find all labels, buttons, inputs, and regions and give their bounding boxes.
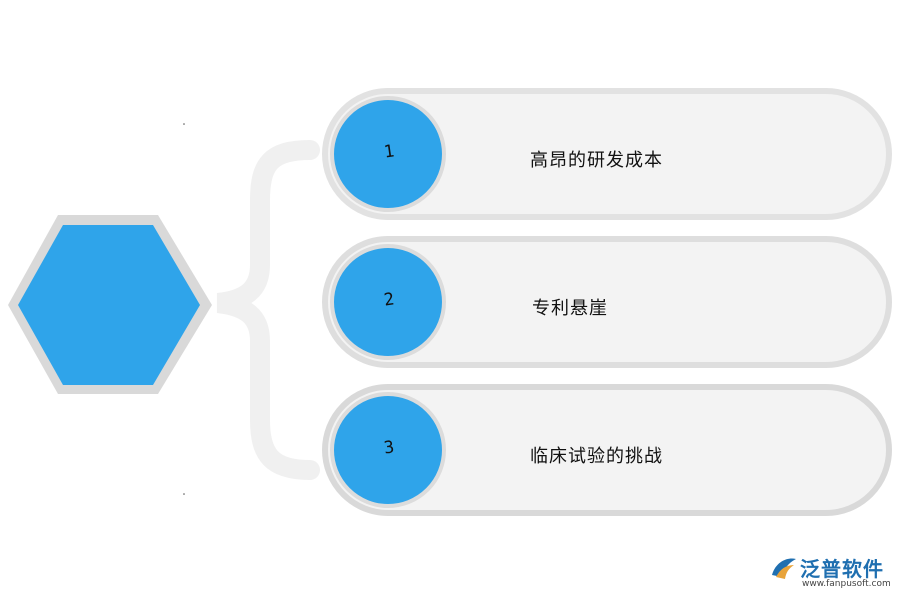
- number-circle-1: 1: [330, 96, 446, 212]
- brace-connector: [216, 140, 320, 480]
- item-label: 高昂的研发成本: [530, 150, 663, 171]
- dot: [183, 493, 185, 495]
- central-hexagon-fill: [18, 225, 200, 385]
- logo-url: www.fanpusoft.com: [802, 579, 891, 589]
- item-label: 专利悬崖: [532, 298, 608, 319]
- item-label: 临床试验的挑战: [530, 446, 663, 467]
- logo-icon: [772, 558, 796, 579]
- brand-logo: 泛普软件 www.fanpusoft.com: [770, 553, 895, 593]
- list-item-3: 3 临床试验的挑战: [322, 384, 892, 516]
- number-circle-3: 3: [330, 392, 446, 508]
- number-circle-2: 2: [330, 244, 446, 360]
- item-number: 3: [382, 437, 396, 459]
- item-number: 1: [382, 141, 396, 163]
- dot: [183, 123, 185, 125]
- item-number: 2: [382, 289, 396, 311]
- list-item-1: 1 高昂的研发成本: [322, 88, 892, 220]
- logo-name: 泛普软件: [800, 557, 884, 581]
- list-item-2: 2 专利悬崖: [322, 236, 892, 368]
